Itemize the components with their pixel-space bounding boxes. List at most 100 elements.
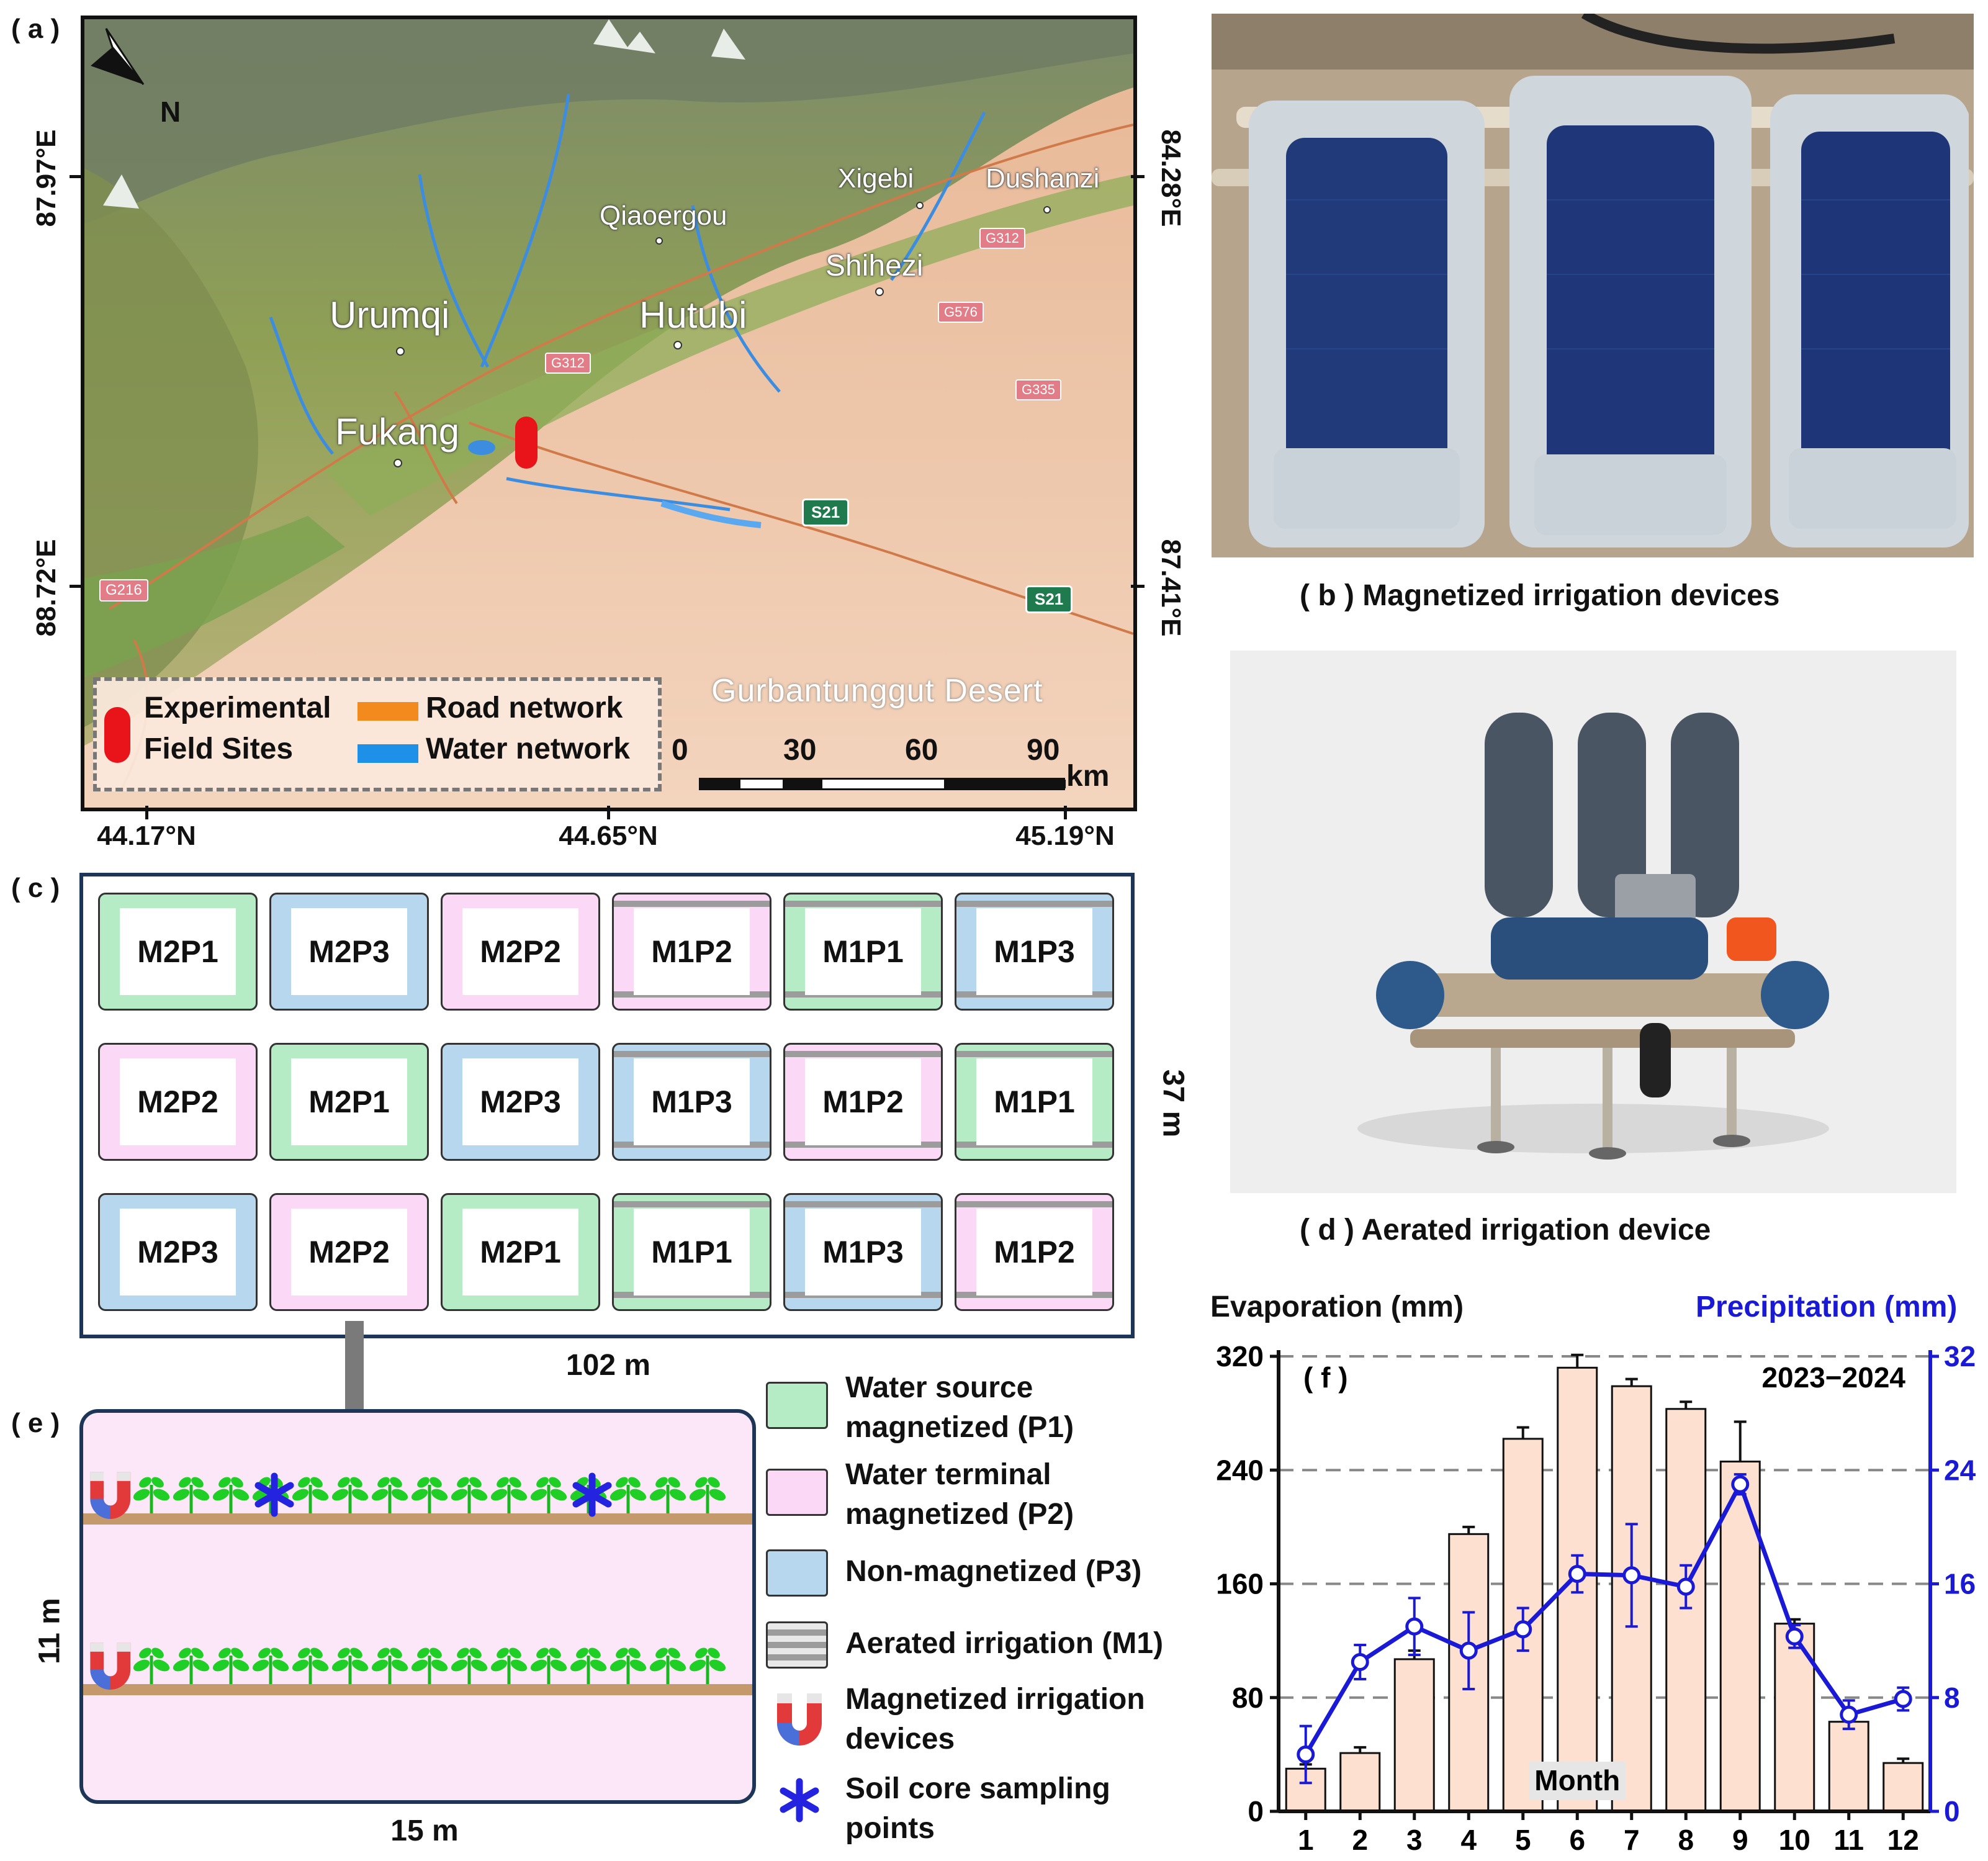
place-label-qiaoergou: Qiaoergou — [600, 201, 727, 231]
desert-label: Gurbantunggut Desert — [711, 673, 1043, 709]
map-legend: Experimental Field Sites Road network Wa… — [93, 677, 662, 791]
scale-tick-label: 0 — [672, 734, 688, 767]
north-label: N — [160, 96, 181, 128]
chart-left-tick-label: 0 — [1248, 1795, 1264, 1827]
field-height-label: 37 m — [1156, 1069, 1190, 1138]
road-legend-label: Road network — [426, 692, 623, 724]
p2-legend-label: magnetized (P2) — [845, 1498, 1074, 1531]
plot-label: M1P1 — [976, 1058, 1092, 1145]
chart-x-tick-label: 4 — [1460, 1824, 1477, 1856]
plot-m1p1: M1P1 — [612, 1193, 771, 1311]
plot-label: M1P3 — [976, 908, 1092, 995]
magnet-icon — [90, 1642, 131, 1690]
map-lon-label: 87.41°E — [1156, 539, 1186, 637]
plot-m1p2: M1P2 — [612, 893, 771, 1011]
chart-x-axis-title: Month — [1534, 1764, 1620, 1796]
chart-right-tick-label: 0 — [1944, 1795, 1960, 1827]
plot-label: M2P2 — [462, 908, 578, 995]
chart-right-tick-label: 24 — [1944, 1454, 1976, 1486]
precipitation-point — [1514, 1620, 1532, 1639]
plant-icon — [371, 1477, 408, 1513]
mag-device-legend-label: devices — [845, 1723, 955, 1755]
plant-icon — [530, 1477, 567, 1513]
precipitation-point — [1785, 1627, 1804, 1646]
site-legend-label: Field Sites — [144, 732, 294, 765]
plant-icon — [689, 1477, 726, 1513]
precipitation-point — [1459, 1641, 1478, 1660]
plant-icon — [451, 1477, 488, 1513]
plant-icon — [649, 1477, 686, 1513]
highway-shield: S21 — [802, 498, 850, 526]
water-legend-label: Water network — [426, 732, 630, 765]
plot-label: M1P1 — [805, 908, 921, 995]
map-lon-label: 88.72°E — [31, 539, 61, 637]
panel-a-letter: ( a ) — [11, 14, 60, 44]
plant-icon — [212, 1477, 250, 1513]
chart-left-axis-title: Evaporation (mm) — [1210, 1291, 1464, 1323]
place-label-shihezi: Shihezi — [825, 250, 924, 282]
plant-icon — [212, 1647, 250, 1684]
drip-line — [83, 1513, 752, 1525]
place-label-dushanzi: Dushanzi — [986, 163, 1100, 194]
soil-point-legend-label: Soil core sampling — [845, 1772, 1110, 1805]
map-tick — [70, 175, 83, 178]
plot-label: M1P2 — [634, 908, 750, 995]
plot-label: M2P3 — [120, 1209, 236, 1295]
p1-legend-label: magnetized (P1) — [845, 1411, 1074, 1444]
chart-left-tick-label: 80 — [1232, 1682, 1264, 1714]
mag-device-legend-label: Magnetized irrigation — [845, 1683, 1145, 1716]
plant-icon — [133, 1477, 170, 1513]
place-label-hutubi: Hutubi — [639, 294, 747, 336]
plot-label: M1P2 — [976, 1209, 1092, 1295]
chart-right-tick-label: 32 — [1944, 1340, 1976, 1372]
chart-x-tick-label: 12 — [1887, 1824, 1919, 1856]
precipitation-point — [1840, 1705, 1858, 1724]
road-shield: G216 — [99, 579, 148, 602]
precipitation-point — [1297, 1745, 1315, 1764]
plant-icon — [133, 1647, 170, 1684]
plant-icon — [609, 1647, 647, 1684]
plot-label: M2P3 — [462, 1058, 578, 1145]
panel-e-letter: ( e ) — [11, 1408, 60, 1438]
plant-icon — [609, 1477, 647, 1513]
map-tick — [607, 806, 610, 819]
plant-icon — [252, 1647, 289, 1684]
plant-icon — [649, 1647, 686, 1684]
plot-label: M1P1 — [634, 1209, 750, 1295]
water-network — [269, 93, 986, 511]
plant-icon — [411, 1647, 448, 1684]
plot-label: M2P2 — [291, 1209, 407, 1295]
evaporation-bar — [1828, 1721, 1869, 1813]
plot-m2p2: M2P2 — [98, 1043, 258, 1161]
plot-label: M2P3 — [291, 908, 407, 995]
magnet-icon — [90, 1472, 131, 1519]
plot-m1p3: M1P3 — [955, 893, 1114, 1011]
plant-icon — [331, 1477, 369, 1513]
plant-icon — [530, 1647, 567, 1684]
plot-detail — [79, 1409, 756, 1861]
plot-m1p2: M1P2 — [955, 1193, 1114, 1311]
chart-right-tick-label: 8 — [1944, 1682, 1960, 1714]
m1-legend-label: Aerated irrigation (M1) — [845, 1627, 1164, 1660]
evaporation-bar — [1393, 1658, 1435, 1813]
plot-label: M2P1 — [291, 1058, 407, 1145]
place-label-xigebi: Xigebi — [838, 163, 914, 194]
plant-icon — [371, 1647, 408, 1684]
precipitation-point — [1351, 1652, 1369, 1671]
precipitation-line — [1303, 1479, 1904, 1756]
scale-tick-label: 30 — [783, 734, 817, 767]
map-tick — [1131, 585, 1145, 588]
plot-label: M2P1 — [462, 1209, 578, 1295]
plot-label: M2P1 — [120, 908, 236, 995]
soil-point-legend-label: points — [845, 1812, 935, 1845]
map-lon-label: 84.28°E — [1156, 129, 1186, 227]
map-panel: N Xigebi Dushanzi Qiaoergou Shihezi Urum… — [81, 16, 1137, 811]
chart-x-tick-label: 3 — [1406, 1824, 1423, 1856]
magnet-icon — [777, 1693, 822, 1746]
scale-tick-label: 90 — [1027, 734, 1060, 767]
precipitation-point — [1894, 1690, 1912, 1708]
plant-icon — [689, 1647, 726, 1684]
precipitation-point — [1622, 1566, 1641, 1585]
